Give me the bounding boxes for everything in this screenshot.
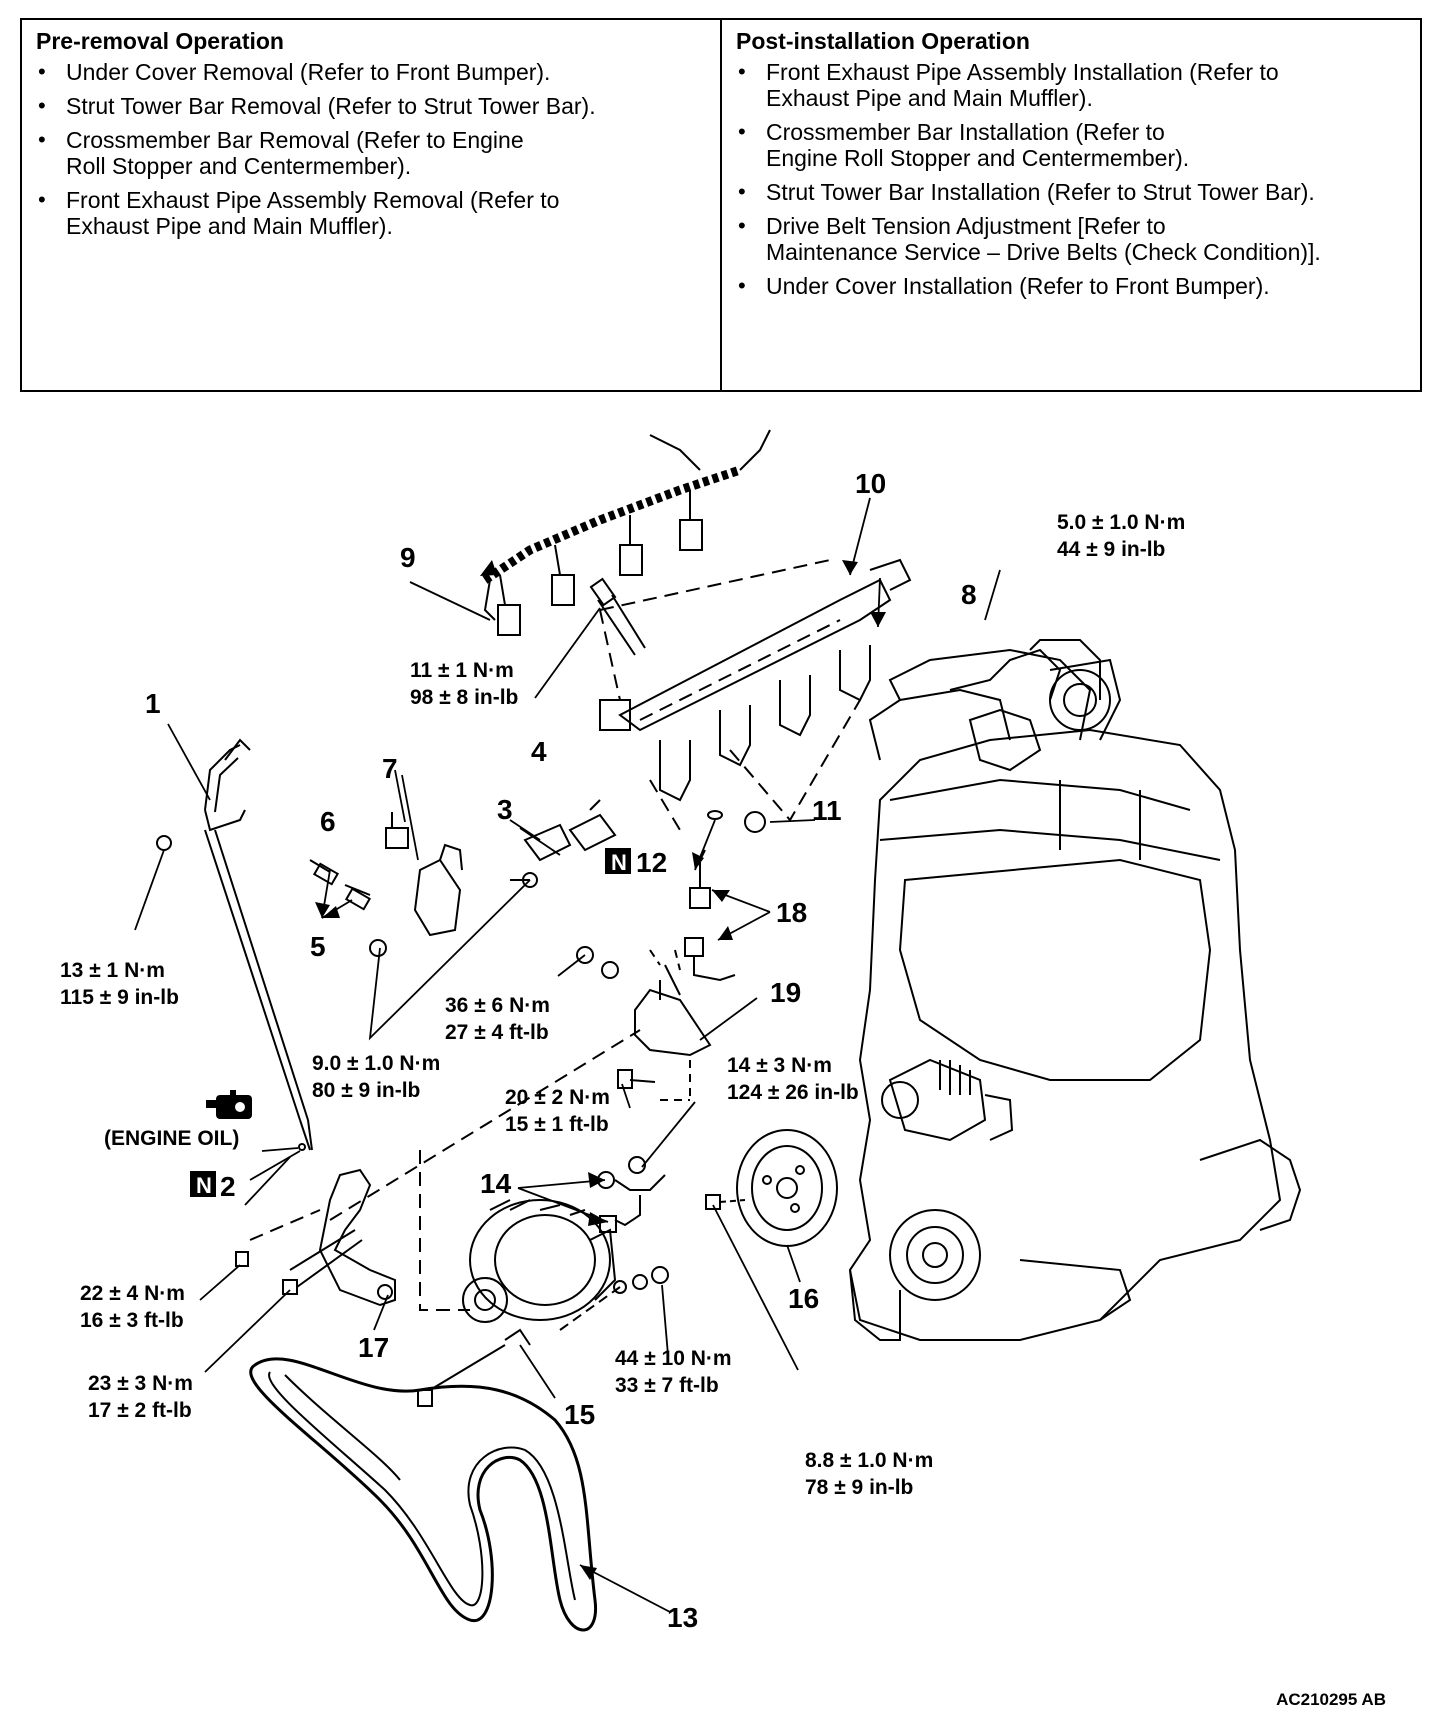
torque-spec-36-ftlb: 27 ± 4 ft-lb <box>445 1021 549 1044</box>
torque-specs: 5.0 ± 1.0 N·m 44 ± 9 in-lb 11 ± 1 N·m 98… <box>60 511 1185 1499</box>
callout-5: 5 <box>310 931 326 962</box>
torque-spec-11-inlb: 98 ± 8 in-lb <box>410 686 518 709</box>
callout-3: 3 <box>497 794 513 825</box>
dipstick-illustration <box>156 738 313 1151</box>
torque-spec-14-nm: 14 ± 3 N·m <box>727 1054 832 1077</box>
torque-spec-5-0-nm: 5.0 ± 1.0 N·m <box>1057 511 1185 534</box>
bracket-17-illustration <box>235 1029 641 1311</box>
torque-spec-8-8-inlb: 78 ± 9 in-lb <box>805 1476 913 1499</box>
torque-spec-20-ftlb: 15 ± 1 ft-lb <box>505 1113 609 1136</box>
torque-spec-20-nm: 20 ± 2 N·m <box>505 1086 610 1109</box>
pre-removal-item: •Crossmember Bar Removal (Refer to Engin… <box>38 127 524 179</box>
callout-15: 15 <box>564 1399 595 1430</box>
new-part-marker-12 <box>605 848 631 874</box>
exploded-parts-diagram: N N (ENGINE OIL) 1 2 3 4 5 6 7 8 9 10 11… <box>60 429 1302 1633</box>
callout-18: 18 <box>776 897 807 928</box>
callout-6: 6 <box>320 806 336 837</box>
torque-spec-36-nm: 36 ± 6 N·m <box>445 994 550 1017</box>
post-installation-item: •Drive Belt Tension Adjustment [Refer to… <box>738 213 1321 265</box>
fuel-rail-illustration <box>599 558 912 831</box>
post-installation-column: Post-installation Operation •Front Exhau… <box>722 20 1420 390</box>
callout-14: 14 <box>480 1168 512 1199</box>
torque-spec-9-0-nm: 9.0 ± 1.0 N·m <box>312 1052 440 1075</box>
callout-2: 2 <box>220 1171 236 1202</box>
pre-removal-item: •Strut Tower Bar Removal (Refer to Strut… <box>38 93 596 119</box>
torque-spec-13-nm: 13 ± 1 N·m <box>60 959 165 982</box>
engine-block-illustration <box>848 639 1302 1341</box>
pre-removal-title: Pre-removal Operation <box>36 28 284 54</box>
callout-10: 10 <box>855 468 886 499</box>
callout-13: 13 <box>667 1602 698 1633</box>
throttle-body-illustration <box>949 648 1122 772</box>
torque-spec-11-nm: 11 ± 1 N·m <box>410 659 514 682</box>
callout-17: 17 <box>358 1332 389 1363</box>
pre-removal-list: •Under Cover Removal (Refer to Front Bum… <box>36 59 706 239</box>
callout-12: 12 <box>636 847 667 878</box>
callout-19: 19 <box>770 977 801 1008</box>
drive-belt-illustration <box>249 1357 598 1632</box>
torque-spec-13-inlb: 115 ± 9 in-lb <box>60 986 179 1009</box>
post-installation-item: •Strut Tower Bar Installation (Refer to … <box>738 179 1315 205</box>
torque-spec-22-ftlb: 16 ± 3 ft-lb <box>80 1309 184 1332</box>
pre-removal-item: •Front Exhaust Pipe Assembly Removal (Re… <box>38 187 560 239</box>
callout-4: 4 <box>531 736 547 767</box>
alternator-illustration <box>417 1199 669 1407</box>
fuel-rail-bolt-illustration <box>589 577 646 656</box>
engine-oil-can-icon <box>206 1090 252 1119</box>
new-part-marker-2 <box>190 1171 216 1197</box>
injector-harness-illustration <box>482 429 771 636</box>
torque-spec-5-0-inlb: 44 ± 9 in-lb <box>1057 538 1165 561</box>
bracket-19-illustration <box>576 946 712 1101</box>
post-installation-title: Post-installation Operation <box>736 28 1030 54</box>
leader-lines <box>134 497 1001 1613</box>
harness-14-illustration <box>597 1156 666 1233</box>
torque-spec-9-0-inlb: 80 ± 9 in-lb <box>312 1079 420 1102</box>
new-part-markers: N N <box>190 848 631 1198</box>
pre-removal-column: Pre-removal Operation •Under Cover Remov… <box>22 20 722 390</box>
callout-11: 11 <box>812 795 842 826</box>
callout-1: 1 <box>145 688 161 719</box>
torque-spec-23-ftlb: 17 ± 2 ft-lb <box>88 1399 192 1422</box>
sensors-illustration <box>309 799 617 957</box>
engine-oil-label: (ENGINE OIL) <box>104 1127 239 1150</box>
post-installation-item: •Crossmember Bar Installation (Refer to … <box>738 119 1190 171</box>
callout-numbers: 1 2 3 4 5 6 7 8 9 10 11 12 13 14 15 16 1… <box>145 468 977 1633</box>
torque-spec-22-nm: 22 ± 4 N·m <box>80 1282 185 1305</box>
new-part-marker-text: N <box>196 1173 212 1198</box>
torque-spec-23-nm: 23 ± 3 N·m <box>88 1372 193 1395</box>
callout-8: 8 <box>961 579 977 610</box>
post-installation-list: •Front Exhaust Pipe Assembly Installatio… <box>736 59 1406 299</box>
callout-9: 9 <box>400 542 416 573</box>
torque-spec-44-nm: 44 ± 10 N·m <box>615 1347 732 1370</box>
torque-spec-8-8-nm: 8.8 ± 1.0 N·m <box>805 1449 933 1472</box>
callout-16: 16 <box>788 1283 819 1314</box>
post-installation-item: •Under Cover Installation (Refer to Fron… <box>738 273 1270 299</box>
leader-arrowheads <box>315 560 886 1580</box>
operations-table: Pre-removal Operation •Under Cover Remov… <box>20 18 1422 392</box>
diagram-artwork <box>134 429 1302 1632</box>
post-installation-item: •Front Exhaust Pipe Assembly Installatio… <box>738 59 1279 111</box>
pre-removal-item: •Under Cover Removal (Refer to Front Bum… <box>38 59 551 85</box>
torque-spec-44-ftlb: 33 ± 7 ft-lb <box>615 1374 719 1397</box>
figure-reference-code: AC210295 AB <box>1276 1690 1386 1709</box>
new-part-marker-text: N <box>611 850 627 875</box>
callout-7: 7 <box>382 753 398 784</box>
torque-spec-14-inlb: 124 ± 26 in-lb <box>727 1081 859 1104</box>
